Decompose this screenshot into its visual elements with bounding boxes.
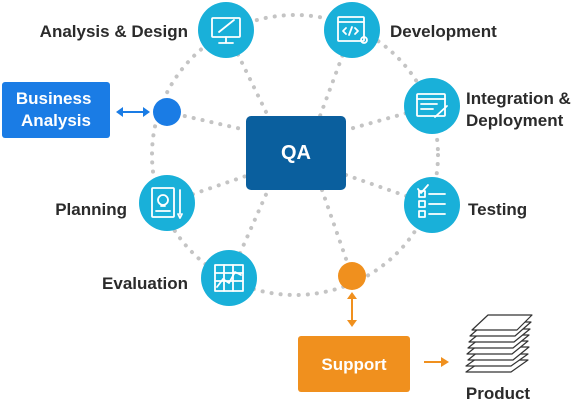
product-arrow — [424, 357, 449, 367]
support-arrow — [347, 292, 357, 327]
label-planning: Planning — [55, 200, 127, 219]
business-analysis-arrow — [116, 107, 150, 117]
support-box: Support — [298, 336, 410, 392]
code-window-icon — [337, 16, 368, 44]
support-connector-dot — [338, 262, 366, 290]
label-evaluation: Evaluation — [102, 274, 188, 293]
label-integration-deployment: Integration & Deployment — [466, 89, 576, 130]
business-analysis-box: Business Analysis — [2, 82, 110, 138]
label-development: Development — [390, 22, 497, 41]
process-ring — [150, 13, 440, 297]
node-planning: Planning — [55, 175, 195, 231]
business-analysis-label: Business Analysis — [16, 89, 96, 130]
paper-stack-icon — [465, 314, 533, 373]
node-testing: Testing — [404, 177, 527, 233]
support-label: Support — [321, 355, 386, 374]
spokes — [165, 28, 434, 280]
node-development: Development — [324, 2, 497, 58]
label-testing: Testing — [468, 200, 527, 219]
business-analysis-connector-dot — [153, 98, 181, 126]
node-evaluation: Evaluation — [102, 250, 257, 306]
line-chart-icon — [214, 264, 244, 292]
product-label: Product — [466, 384, 531, 403]
node-integration-deployment: Integration & Deployment — [404, 78, 576, 134]
monitor-pencil-icon — [211, 17, 241, 44]
qa-center-box: QA — [246, 116, 346, 190]
qa-label: QA — [281, 142, 311, 164]
blueprint-pencil-icon — [151, 187, 183, 219]
checklist-icon — [417, 184, 446, 218]
label-analysis-design: Analysis & Design — [40, 22, 188, 41]
node-analysis-design: Analysis & Design — [40, 2, 254, 58]
form-edit-icon — [416, 93, 448, 118]
